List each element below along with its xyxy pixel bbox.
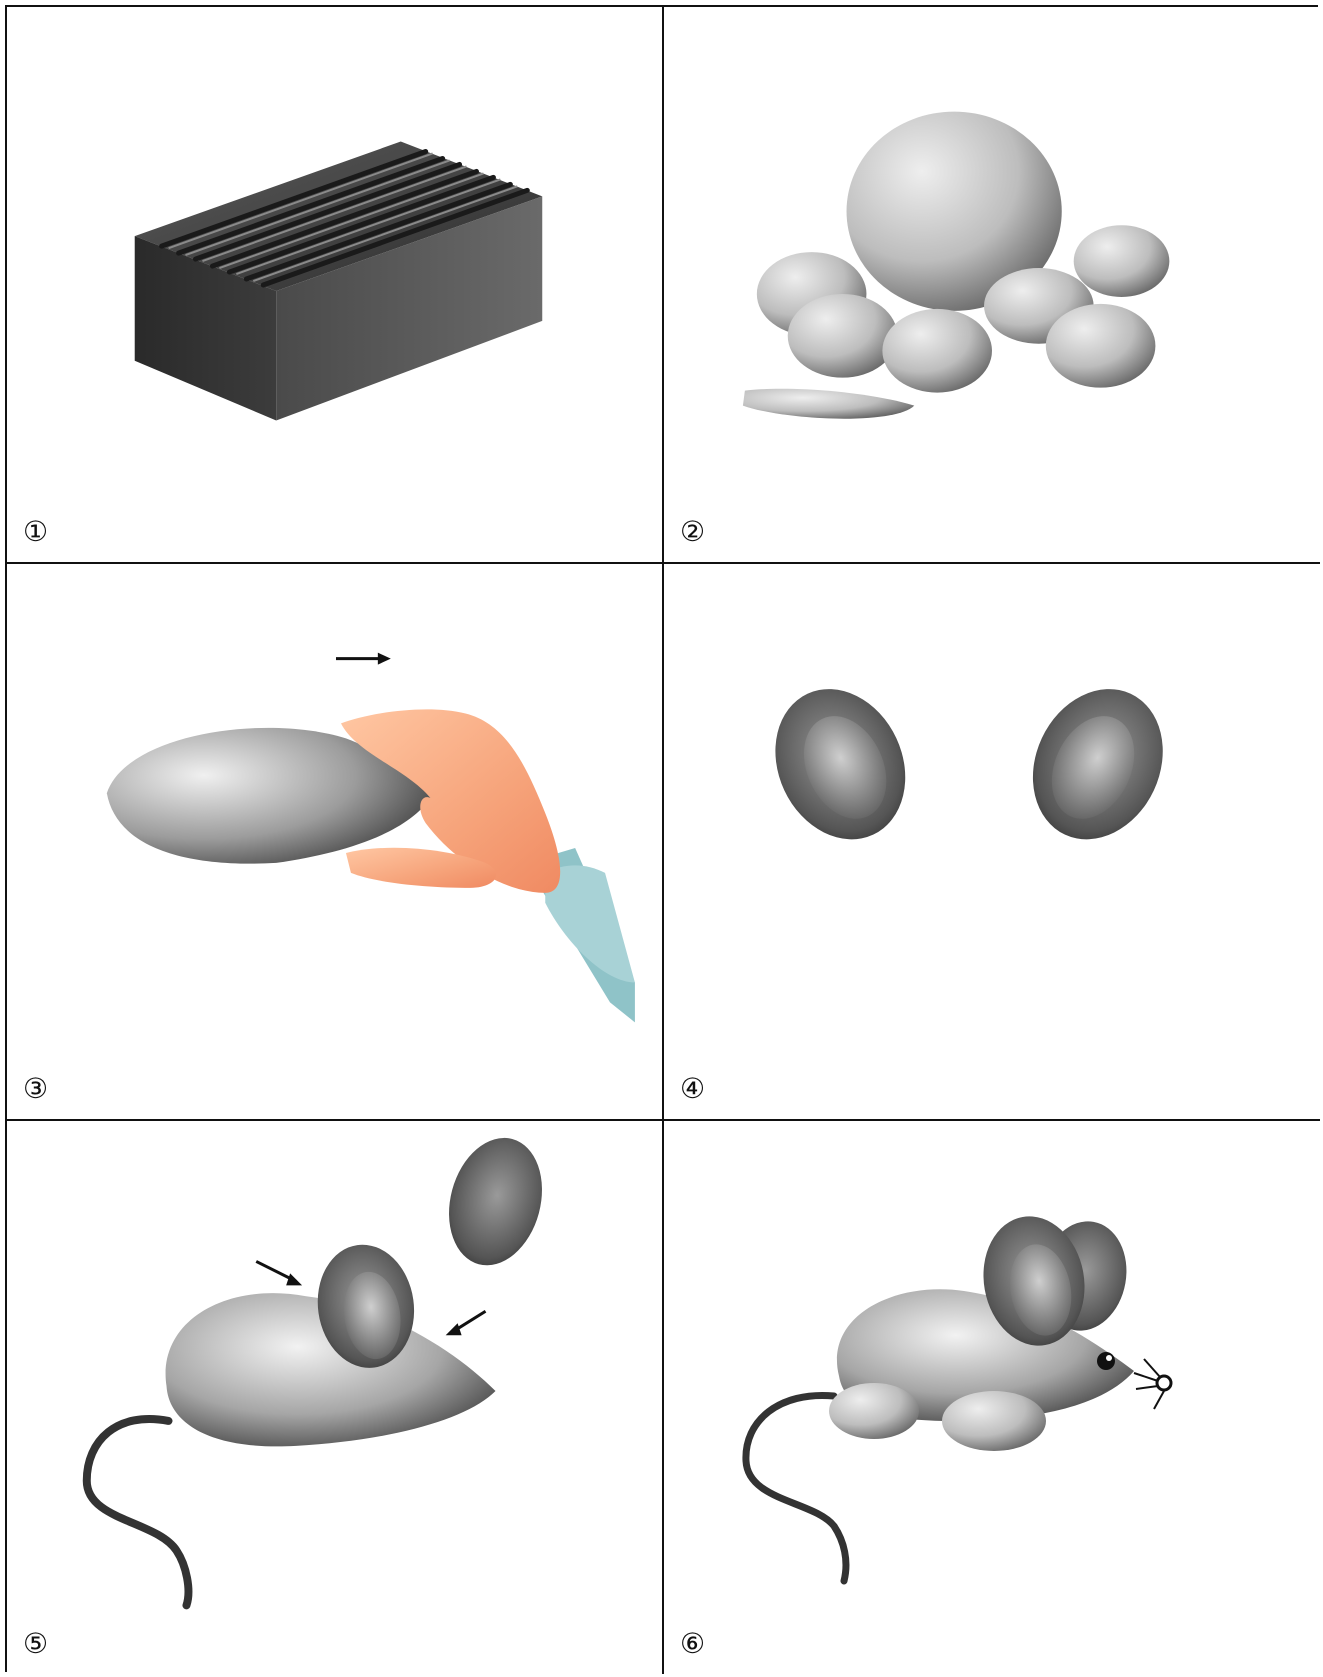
instruction-grid: ① ② [5, 5, 1318, 1672]
plasticine-block-icon [7, 7, 662, 562]
step-6-panel: ⑥ [664, 1121, 1320, 1674]
step-number: ④ [680, 1075, 705, 1103]
attaching-ears-icon [7, 1121, 662, 1674]
finished-mouse-icon [664, 1121, 1320, 1674]
step-number: ① [23, 518, 48, 546]
step-4-panel: ④ [664, 564, 1320, 1121]
mouse-ears-icon [664, 564, 1320, 1119]
step-number: ⑤ [23, 1630, 48, 1658]
pinching-body-icon [7, 564, 662, 1119]
step-number: ③ [23, 1075, 48, 1103]
step-5-panel: ⑤ [7, 1121, 664, 1674]
step-3-panel: ③ [7, 564, 664, 1121]
step-1-panel: ① [7, 7, 664, 564]
step-2-panel: ② [664, 7, 1320, 564]
step-number: ⑥ [680, 1630, 705, 1658]
step-number: ② [680, 518, 705, 546]
plasticine-balls-icon [664, 7, 1320, 562]
